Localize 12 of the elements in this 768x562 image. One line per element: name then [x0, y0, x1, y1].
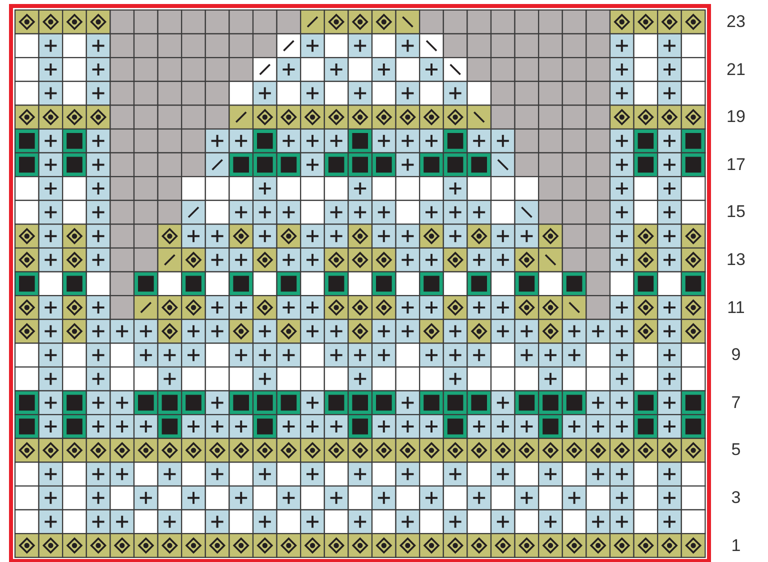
row-number: 15 — [726, 202, 746, 222]
row-number: 9 — [730, 345, 742, 366]
row-number: 1 — [730, 536, 742, 556]
row-number: 7 — [730, 392, 742, 413]
row-number: 23 — [726, 12, 746, 32]
row-number: 3 — [730, 488, 742, 508]
row-number: 5 — [730, 440, 742, 460]
row-number: 21 — [726, 60, 746, 80]
row-number: 11 — [726, 298, 746, 318]
row-number: 17 — [726, 154, 746, 175]
row-number: 19 — [726, 107, 746, 128]
row-number: 13 — [726, 250, 746, 270]
